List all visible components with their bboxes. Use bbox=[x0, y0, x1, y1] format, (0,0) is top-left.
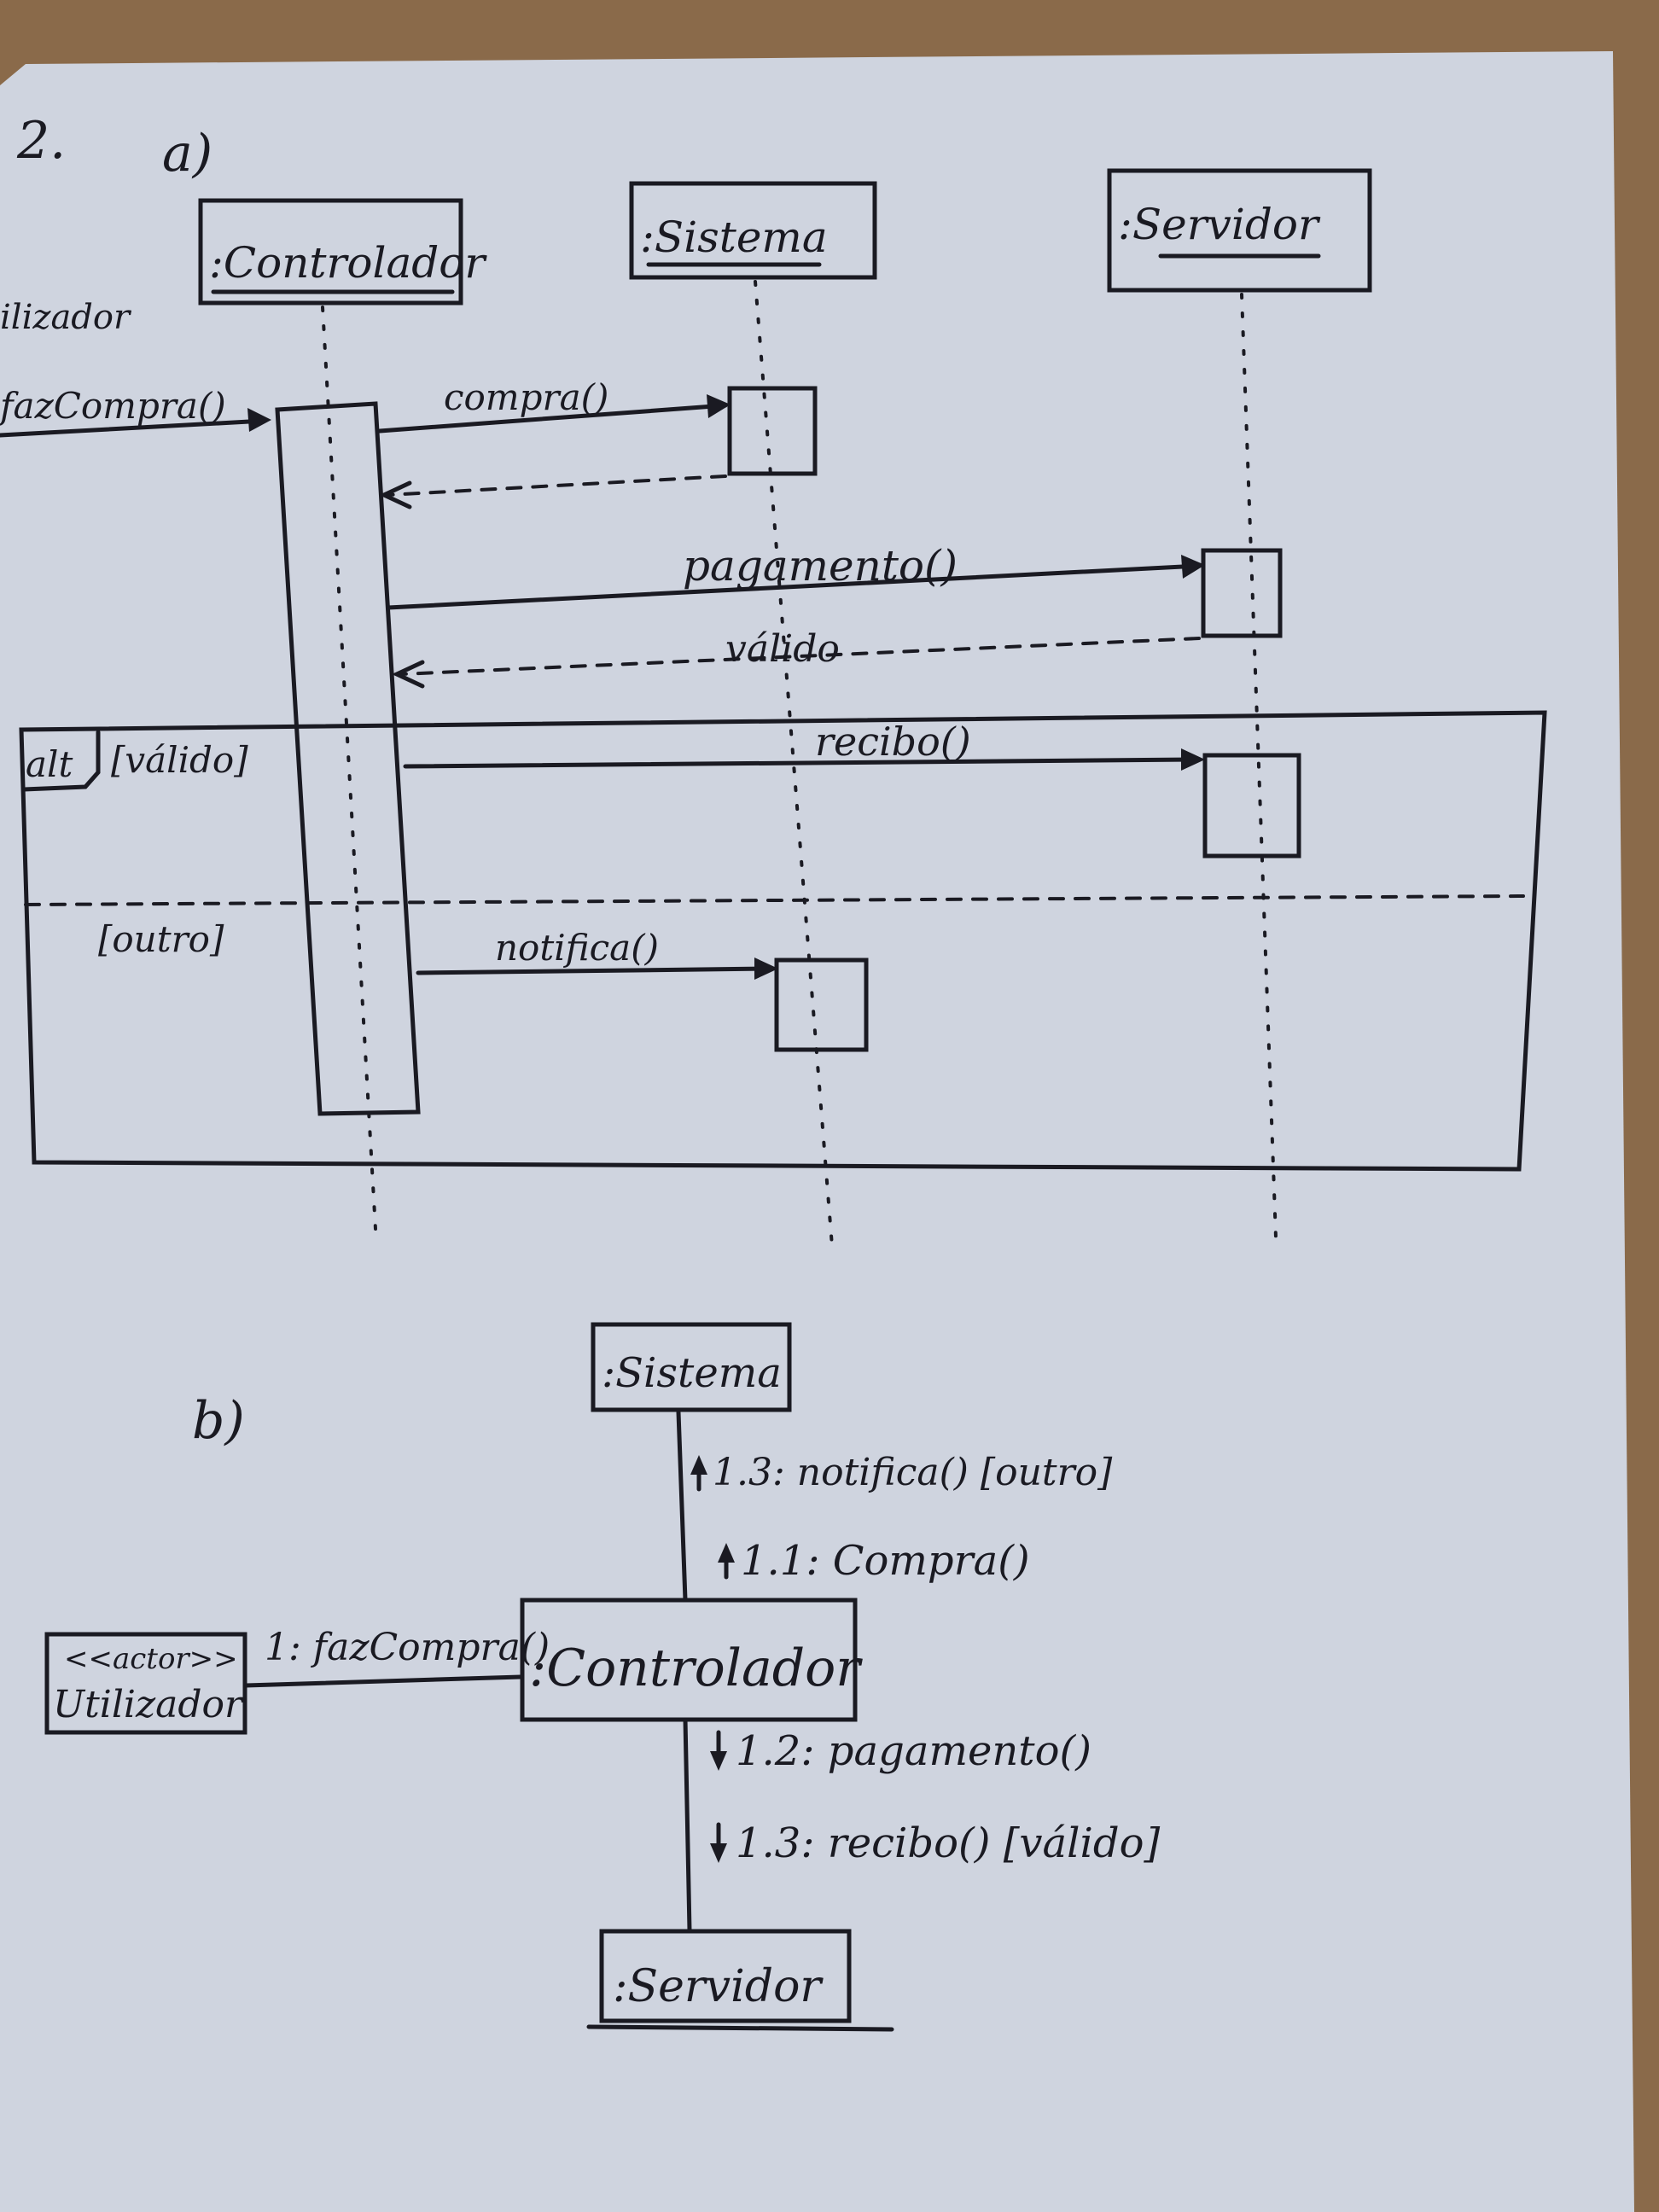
msg-valido-return-head bbox=[392, 660, 425, 689]
msg-compra-arrow bbox=[377, 403, 728, 434]
actor-stereotype: <<actor>> bbox=[64, 1642, 238, 1676]
object-sistema-label: :Sistema bbox=[602, 1349, 782, 1397]
msg-notifica-arrow bbox=[416, 966, 775, 975]
alt-guard-valido: [válido] bbox=[111, 739, 248, 781]
alt-guard-outro: [outro] bbox=[98, 918, 224, 960]
alt-operator-label: alt bbox=[26, 743, 73, 785]
msg-notifica-arrowhead bbox=[754, 958, 778, 980]
object-controlador-label: :Controlador bbox=[529, 1639, 863, 1698]
controlador-lifeline-dots bbox=[321, 306, 377, 1231]
object-sistema: :Sistema bbox=[591, 1322, 792, 1412]
msg-compra-label: compra() bbox=[444, 376, 608, 418]
servidor-activation-recibo bbox=[1202, 753, 1301, 859]
arrow-up-notifica-icon bbox=[690, 1455, 707, 1475]
label-recibo: 1.3: recibo() [válido] bbox=[736, 1819, 1160, 1867]
alt-fragment-frame bbox=[19, 710, 1547, 1172]
part-b-label: b) bbox=[192, 1391, 245, 1451]
msg-fazcompra-arrowhead bbox=[247, 408, 271, 432]
lifeline-sistema-label: :Sistema bbox=[640, 212, 828, 262]
object-servidor-label: :Servidor bbox=[613, 1961, 824, 2012]
arrow-down-pagamento-icon bbox=[710, 1751, 727, 1771]
servidor-activation-pagamento bbox=[1201, 548, 1283, 638]
servidor-lifeline-dots bbox=[1240, 293, 1278, 1239]
msg-compra-arrowhead bbox=[707, 394, 731, 418]
msg-valido-label: válido bbox=[725, 627, 840, 671]
sistema-activation-notifica bbox=[774, 958, 869, 1052]
msg-pagamento-label: pagamento() bbox=[683, 541, 958, 591]
lifeline-servidor-label: :Servidor bbox=[1118, 200, 1321, 249]
question-number: 2. bbox=[16, 111, 66, 171]
label-pagamento: 1.2: pagamento() bbox=[736, 1727, 1091, 1775]
object-controlador: :Controlador bbox=[520, 1598, 863, 1722]
msg-notifica-label: notifica() bbox=[495, 927, 659, 969]
arrow-up-compra-icon bbox=[718, 1543, 735, 1563]
msg-recibo-label: recibo() bbox=[815, 719, 971, 765]
arrow-down-recibo-icon bbox=[710, 1843, 727, 1863]
msg-pagamento-arrowhead bbox=[1181, 555, 1205, 579]
actor-name: Utilizador bbox=[53, 1683, 245, 1726]
part-a-label: a) bbox=[162, 124, 212, 183]
object-servidor: :Servidor bbox=[586, 1929, 894, 2032]
msg-recibo-arrowhead bbox=[1181, 748, 1205, 771]
msg-recibo-arrow bbox=[403, 757, 1202, 769]
msg-valido-return bbox=[399, 637, 1201, 676]
lifeline-controlador-label: :Controlador bbox=[209, 238, 487, 288]
link-actor-controlador bbox=[243, 1674, 523, 1688]
actor-fragment-label: ilizador bbox=[0, 298, 132, 337]
controlador-activation-bar bbox=[275, 401, 421, 1116]
msg-fazcompra-label: fazCompra() bbox=[0, 385, 226, 427]
msg-fazcompra-arrow bbox=[0, 418, 267, 438]
label-fazcompra: 1: fazCompra() bbox=[265, 1626, 550, 1669]
alt-operator-tab: alt bbox=[21, 730, 101, 792]
sistema-activation-compra bbox=[727, 386, 818, 476]
actor-utilizador: <<actor>> Utilizador bbox=[44, 1632, 247, 1735]
sistema-lifeline-dots bbox=[754, 280, 834, 1248]
label-notifica: 1.3: notifica() [outro] bbox=[713, 1451, 1113, 1494]
lifeline-servidor: :Servidor bbox=[1107, 168, 1372, 293]
msg-compra-return bbox=[387, 474, 727, 497]
link-sistema-controlador bbox=[676, 1410, 688, 1603]
msg-compra-return-head bbox=[379, 480, 412, 509]
alt-divider bbox=[24, 894, 1525, 906]
link-controlador-servidor bbox=[683, 1717, 692, 1933]
lifeline-controlador: :Controlador bbox=[198, 198, 487, 306]
paper-sheet bbox=[0, 51, 1634, 2212]
label-compra: 1.1: Compra() bbox=[741, 1537, 1030, 1585]
lifeline-sistema: :Sistema bbox=[629, 181, 877, 280]
msg-pagamento-arrow bbox=[386, 563, 1202, 610]
